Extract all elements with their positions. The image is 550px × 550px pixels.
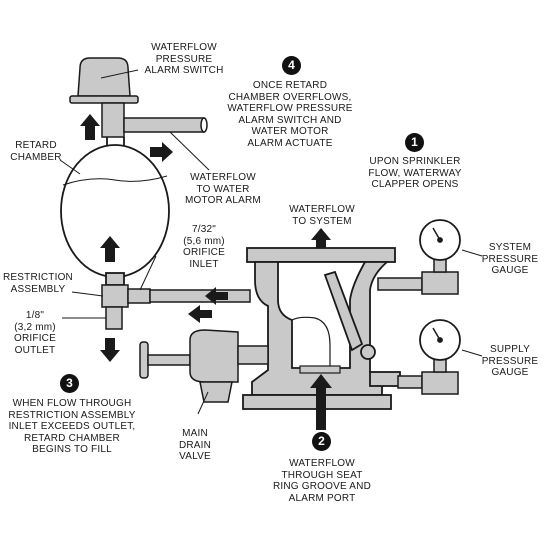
waterflow-system-label: WATERFLOW TO SYSTEM <box>289 204 355 227</box>
retard-chamber-label: RETARD CHAMBER <box>10 140 62 163</box>
step-4-text: ONCE RETARD CHAMBER OVERFLOWS, WATERFLOW… <box>227 80 353 149</box>
switch-leader-line <box>100 69 139 79</box>
arrow-down-outlet <box>100 338 120 362</box>
flow-arrows <box>80 114 332 430</box>
main-drain-label: MAIN DRAIN VALVE <box>178 428 212 462</box>
supply-pressure-gauge <box>419 319 461 361</box>
system-gauge-label: SYSTEM PRESSURE GAUGE <box>481 242 539 276</box>
motor-pipe <box>123 117 208 133</box>
drain-leader-line <box>197 391 209 415</box>
system-gauge-leader-line <box>461 249 483 257</box>
motor-leader-line <box>169 131 210 171</box>
step-2-text: WATERFLOW THROUGH SEAT RING GROOVE AND A… <box>272 458 371 504</box>
step-1-text: UPON SPRINKLER FLOW, WATERWAY CLAPPER OP… <box>368 156 462 190</box>
arrow-up-supply <box>310 374 332 430</box>
orifice-inlet-label: 7/32" (5,6 mm) ORIFICE INLET <box>183 224 225 270</box>
step-1-badge: 1 <box>405 133 424 152</box>
arrow-up-chamber <box>100 236 120 262</box>
supply-gauge-label: SUPPLY PRESSURE GAUGE <box>481 344 539 378</box>
inlet-leader-line <box>139 255 157 291</box>
alarm-line-pipe <box>149 289 251 303</box>
retard-chamber <box>60 137 170 286</box>
restriction-assembly <box>101 284 151 330</box>
restriction-leader-line <box>71 291 104 297</box>
arrow-left-drain <box>188 305 212 323</box>
arrow-up-system <box>311 228 331 248</box>
restriction-assembly-label: RESTRICTION ASSEMBLY <box>3 272 73 295</box>
supply-gauge-leader-line <box>461 349 483 357</box>
step-3-badge: 3 <box>60 374 79 393</box>
water-motor-label: WATERFLOW TO WATER MOTOR ALARM <box>185 172 261 206</box>
arrow-right-motor <box>150 142 173 162</box>
arrow-up-switch <box>80 114 100 140</box>
supply-gauge-piping <box>397 357 459 395</box>
orifice-outlet-label: 1/8" (3,2 mm) ORIFICE OUTLET <box>14 310 56 356</box>
step-3-text: WHEN FLOW THROUGH RESTRICTION ASSEMBLY I… <box>8 398 136 455</box>
chamber-leader-line <box>59 159 81 175</box>
arrow-left-pipe <box>205 287 228 305</box>
step-4-badge: 4 <box>282 56 301 75</box>
main-drain-valve <box>139 329 269 403</box>
pressure-switch-label: WATERFLOW PRESSURE ALARM SWITCH <box>144 42 224 76</box>
system-pressure-gauge <box>419 219 461 261</box>
step-2-badge: 2 <box>312 432 331 451</box>
